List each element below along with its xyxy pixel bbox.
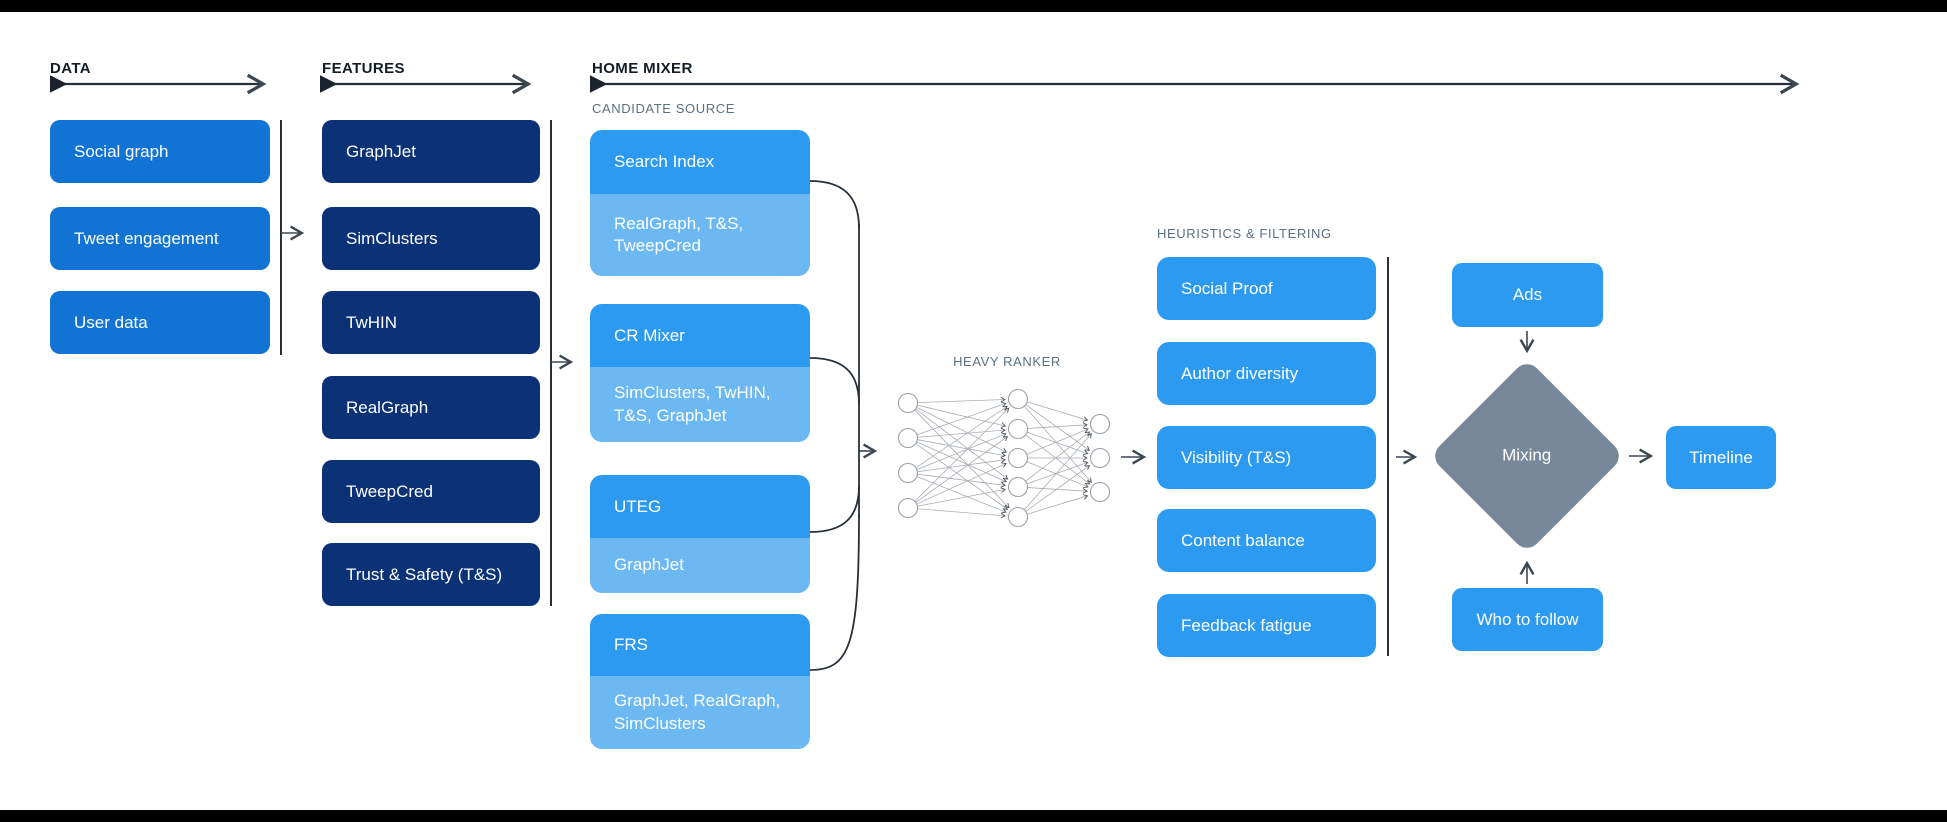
network-edge [915,405,1008,469]
top-letterbox-bar [0,0,1947,12]
network-edge [915,408,1009,480]
section-label-features: FEATURES [322,60,405,77]
network-edge [1026,431,1089,455]
section-label-home-mixer: HOME MIXER [592,60,693,77]
network-edge [1025,431,1091,482]
network-edge [917,404,1007,428]
search-index-connector [809,180,860,229]
network-edge [1023,405,1092,483]
heuristic-box-author-diversity: Author diversity [1157,342,1376,405]
network-node [897,462,919,484]
candidate-name: UTEG [590,475,810,538]
feature-box-trust-safety: Trust & Safety (T&S) [322,543,540,606]
candidate-name: CR Mixer [590,304,810,367]
network-node [1007,388,1029,410]
network-edge [917,487,1006,507]
candidate-name: FRS [590,614,810,676]
network-node [897,497,919,519]
network-edge [917,457,1006,473]
network-edge [914,407,1010,502]
network-edge [917,427,1006,438]
network-edge [917,439,1006,458]
feature-box-simclusters: SimClusters [322,207,540,270]
network-edge [915,436,1009,503]
network-edge [1025,404,1091,451]
mixing-label: Mixing [1502,446,1552,465]
section-label-candidate-source: CANDIDATE SOURCE [592,101,735,116]
candidate-box-uteg: UTEG GraphJet [590,475,810,593]
network-node [897,427,919,449]
network-edge [1027,422,1088,429]
network-node [1089,481,1111,503]
candidate-box-search-index: Search Index RealGraph, T&S, TweepCred [590,130,810,276]
bottom-letterbox-bar [0,810,1947,822]
who-to-follow-box: Who to follow [1452,588,1603,651]
network-node [1007,447,1029,469]
network-edge [1026,427,1089,455]
network-node [1007,476,1029,498]
feature-box-tweepcred: TweepCred [322,460,540,523]
section-label-heavy-ranker: HEAVY RANKER [953,354,1061,369]
network-edge [916,406,1008,453]
network-edge [917,473,1006,488]
section-label-heuristics-filtering: HEURISTICS & FILTERING [1157,226,1332,241]
frs-connector [809,514,860,671]
section-label-data: DATA [50,60,92,77]
uteg-connector [809,485,860,533]
ads-box: Ads [1452,263,1603,327]
network-node [897,392,919,414]
candidate-sources: GraphJet, RealGraph, SimClusters [590,676,810,749]
feature-box-realgraph: RealGraph [322,376,540,439]
timeline-box: Timeline [1666,426,1776,489]
network-edge [917,396,1006,404]
data-box-user-data: User data [50,291,270,354]
network-edge [917,508,1006,519]
mixing-diamond: Mixing [1429,358,1625,554]
heuristic-box-social-proof: Social Proof [1157,257,1376,320]
data-box-social-graph: Social graph [50,120,270,183]
heavy-ranker-network [897,388,1111,528]
network-node [1089,447,1111,469]
network-edge [1025,465,1091,512]
network-edge [1027,487,1088,494]
network-edge [916,441,1007,483]
network-node [1007,506,1029,528]
heuristic-box-content-balance: Content balance [1157,509,1376,572]
candidate-name: Search Index [590,130,810,194]
network-edge [916,476,1007,514]
heuristic-box-visibility: Visibility (T&S) [1157,426,1376,489]
cr-mixer-connector [809,357,860,405]
network-node [1007,418,1029,440]
network-edge [916,432,1007,470]
network-edge [1026,401,1089,422]
candidate-sources: GraphJet [590,538,810,593]
feature-box-twhin: TwHIN [322,291,540,354]
heuristic-box-feedback-fatigue: Feedback fatigue [1157,594,1376,657]
network-edge [916,462,1007,505]
network-edge [916,402,1007,436]
network-edge [1026,461,1089,485]
network-node [1089,413,1111,435]
candidate-sources: RealGraph, T&S, TweepCred [590,194,810,276]
candidate-box-cr-mixer: CR Mixer SimClusters, TwHIN, T&S, GraphJ… [590,304,810,442]
candidate-box-frs: FRS GraphJet, RealGraph, SimClusters [590,614,810,749]
network-edge [1025,434,1091,485]
network-edge [914,409,1010,509]
feature-box-graphjet: GraphJet [322,120,540,183]
network-edge [1026,494,1089,515]
candidate-sources: SimClusters, TwHIN, T&S, GraphJet [590,367,810,442]
network-edge [915,443,1009,510]
data-box-tweet-engagement: Tweet engagement [50,207,270,270]
network-edge [1023,433,1092,511]
network-edge [1026,461,1089,489]
